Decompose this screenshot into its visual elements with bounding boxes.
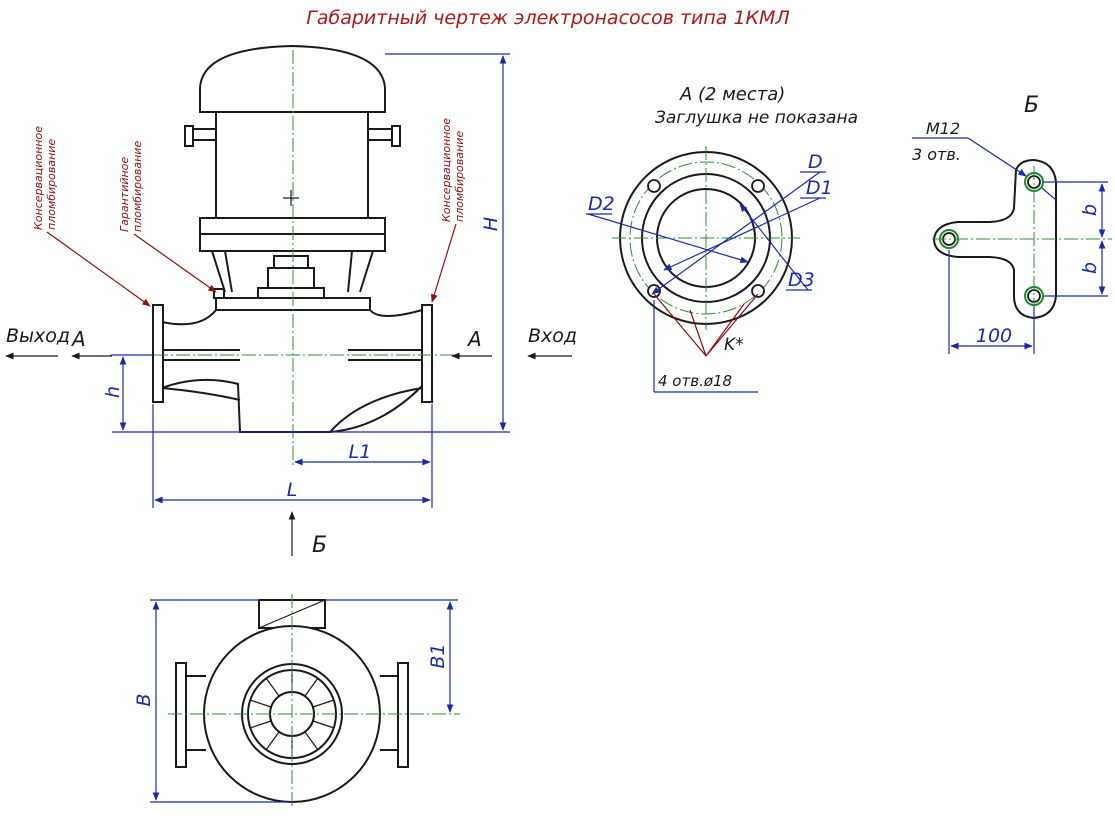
coupling: [267, 267, 315, 289]
right-flange: [397, 662, 409, 768]
dim-L1: L1: [349, 441, 372, 463]
dim-L: L: [287, 479, 298, 501]
section-a-left: А: [70, 327, 86, 351]
right-lug-end: [391, 125, 401, 147]
inlet-flange: [421, 304, 433, 403]
lantern: [211, 250, 374, 293]
body-top-curves: [161, 309, 423, 326]
thread-label: М12: [926, 119, 960, 138]
dim-D1: D1: [806, 177, 833, 199]
inlet-label: Вход: [528, 325, 577, 347]
motor-body: [215, 111, 369, 219]
dim-h: h: [102, 386, 124, 398]
bolt-hole: [647, 179, 661, 193]
section-a-right: А: [466, 327, 482, 351]
thread-count: 3 отв.: [912, 145, 961, 164]
dim-D2: D2: [588, 193, 615, 215]
left-flange: [175, 662, 187, 768]
dim-D: D: [808, 151, 823, 173]
base-plate: [932, 158, 1057, 320]
base-heading: Б: [1024, 93, 1039, 118]
bolt-hole: [751, 284, 765, 298]
bottom-view: B B1: [133, 594, 460, 808]
seal-left-mark: [213, 288, 225, 299]
dim-100: 100: [976, 325, 1012, 347]
holes-note: 4 отв.ø18: [658, 372, 732, 390]
dim-b-top: b: [1079, 204, 1101, 216]
bolt-hole: [647, 284, 661, 298]
volute-lines: [161, 387, 423, 433]
dim-B1: B1: [427, 643, 449, 668]
flange-heading: А (2 места): [679, 84, 785, 105]
dim-D3: D3: [788, 269, 815, 291]
front-view: h H L1 L Выход А А Вход Б Консервационно…: [5, 44, 577, 558]
body-outline: [161, 372, 423, 433]
flange-view: А (2 места) Заглушка не показана D D1 D2…: [586, 84, 858, 393]
left-lug-end: [184, 125, 194, 147]
dim-H: H: [480, 217, 502, 231]
seal-mid-line2: пломбирование: [131, 141, 144, 232]
dim-B: B: [133, 693, 155, 706]
base-view: Б М12 3 отв. b b 100: [912, 93, 1112, 354]
view-b-label: Б: [312, 533, 327, 558]
dim-K: K*: [724, 335, 744, 355]
flange-note: Заглушка не показана: [655, 108, 858, 128]
outlet-flange: [152, 304, 164, 403]
seal-left-line1: Консервационное: [32, 126, 45, 230]
seal-right-line1: Консервационное: [440, 118, 453, 222]
bolt-hole: [751, 179, 765, 193]
seal-right-line2: пломбирование: [453, 131, 466, 222]
seal-mid-line1: Гарантийное: [118, 157, 131, 232]
seal-left-line2: пломбирование: [45, 139, 58, 230]
seal-housing: [257, 287, 325, 299]
outlet-label: Выход: [6, 325, 70, 347]
right-lug: [367, 128, 395, 141]
dim-b-bottom: b: [1079, 262, 1101, 274]
nozzle-bores: [163, 349, 422, 361]
drawing-title: Габаритный чертеж электронасосов типа 1К…: [306, 7, 789, 29]
nozzle-stubs: [186, 675, 398, 751]
coupling-top: [273, 255, 309, 269]
